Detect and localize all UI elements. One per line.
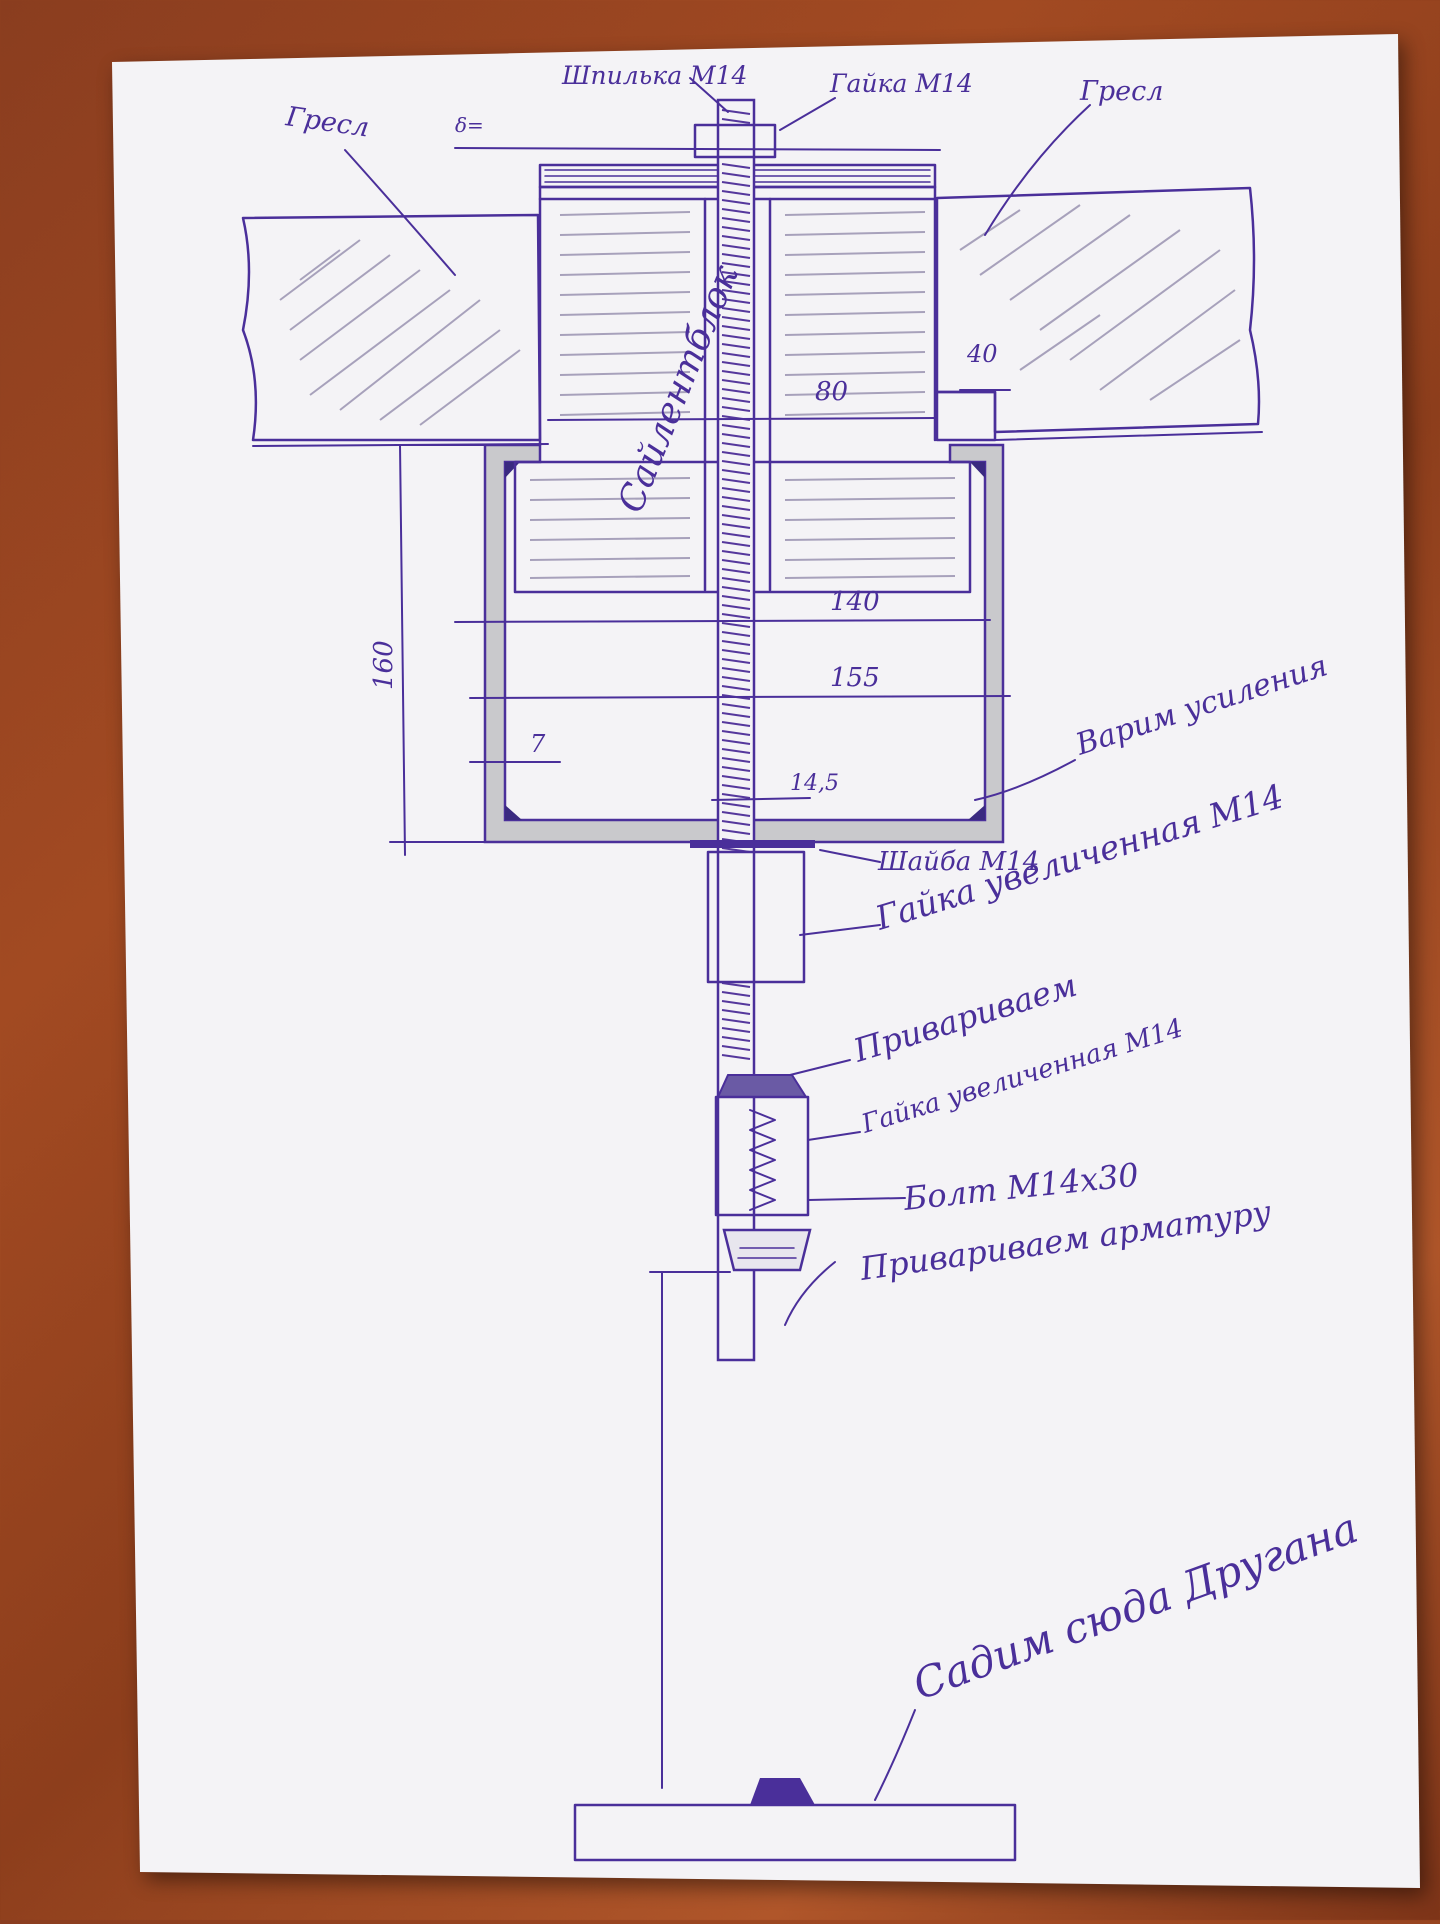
dim-155: 155 [830, 663, 880, 693]
label-washer: Шайба М14 [877, 847, 1039, 877]
dim-7: 7 [530, 730, 546, 758]
dim-140: 140 [830, 587, 880, 617]
threaded-stud [690, 98, 815, 1805]
paper-sheet [112, 34, 1420, 1888]
label-nut-top: Гайка М14 [829, 69, 973, 98]
left-beam [241, 213, 549, 447]
label-beam-right: Гресл [1079, 76, 1163, 107]
dim-14-5: 14,5 [790, 771, 839, 796]
dim-80: 80 [815, 377, 848, 407]
dim-40: 40 [966, 340, 998, 368]
label-thickness: δ= [455, 113, 484, 137]
base-plate [573, 1803, 1017, 1862]
right-beam [935, 186, 1263, 442]
leader-lines [344, 77, 1091, 1801]
dimension-lines [389, 147, 1011, 1789]
dim-160: 160 [369, 640, 399, 690]
label-stud: Шпилька М14 [561, 61, 747, 90]
